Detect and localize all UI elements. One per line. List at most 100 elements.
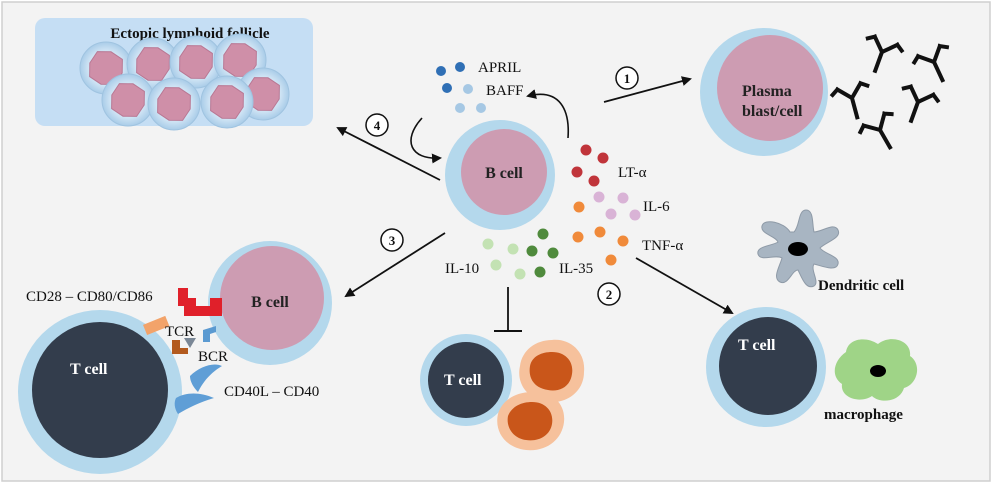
baff-binding-arrow [410,117,442,164]
step-2-number: 2 [606,287,613,302]
tcr-label: TCR [165,324,194,340]
baff-dot [455,103,465,113]
il10-dots [482,238,526,280]
bcr-receptor [172,340,188,354]
t-cell-right-nucleus [719,317,817,415]
step-4-circle [365,113,389,137]
il10-label: IL-10 [445,261,479,277]
tcr-blue-shape [203,326,216,342]
follicle-cell-nucleus [136,47,170,81]
t-cell-left-label: T cell [70,361,108,378]
dendritic-cell-nucleus [788,242,808,256]
lt-alpha-dot [580,144,592,156]
il6-dot [629,209,641,221]
baff-dots [455,84,486,113]
macrophage [834,339,918,401]
step-2-circle [597,282,621,306]
suppressed-cell-upper [519,339,585,403]
macrophage-nucleus [870,365,886,377]
bcr-brown-shape [172,340,188,354]
plasma-cell-nucleus [717,35,823,141]
step-2: 2 [597,282,621,306]
follicle-cell-nucleus [111,83,145,117]
tnf-alpha-dots [572,201,629,266]
t-cell-left-nucleus [32,322,168,458]
lt-alpha-dots [571,144,609,187]
antibody-stroke [865,33,905,74]
antibody-stroke [911,43,950,83]
antibodies [829,33,950,151]
step-3-number: 3 [389,233,396,248]
step-1: 1 [615,66,639,90]
il6-dot [605,208,617,220]
il35-label: IL-35 [559,261,593,277]
lt-alpha-label: LT-α [618,165,647,181]
t-cell-center: T cell [420,334,512,426]
baff-dot [463,84,473,94]
plasma-label-line2: blast/cell [742,103,803,120]
il35-dots [526,228,559,278]
april-dot [436,66,446,76]
step-3-circle [380,228,404,252]
cd28-label: CD28 – CD80/CD86 [26,289,153,305]
il6-dots [593,191,641,221]
baff-dot [476,103,486,113]
antibody-icon [829,80,870,120]
t-cell-right: T cell [706,307,826,427]
tnf-alpha-dot [617,235,629,247]
il35-dot [534,266,546,278]
follicle-cell-nucleus [157,87,191,121]
central-b-cell: B cell [445,120,555,230]
april-dot [455,62,465,72]
dendritic-cell-label: Dendritic cell [818,278,904,294]
step-1-number: 1 [624,71,631,86]
step-4: 4 [365,113,389,137]
il10-dot [507,243,519,255]
cd28-cd80-receptor [178,288,222,316]
arrow-to-follicle [336,127,441,181]
cd28-orange-rod [143,315,170,336]
central-b-cell-nucleus [461,129,547,215]
il10-dot [514,268,526,280]
arrow-to-t-cell-interaction [344,232,446,298]
il10-dot [482,238,494,250]
b-cell-left: B cell [208,241,332,365]
baff-secretion-arrow [526,89,570,139]
cd40-receptor [174,364,222,414]
plasma-label-line1: Plasma [742,83,792,100]
b-cell-left-nucleus [220,246,324,350]
t-cell-right-label: T cell [738,337,776,354]
april-dot [442,83,452,93]
follicle-cell-nucleus [179,45,213,79]
tnf-alpha-dot [572,231,584,243]
april-label: APRIL [478,60,521,76]
tnf-alpha-label: TNF-α [642,238,683,254]
antibody-stroke [901,83,941,124]
dendritic-cell [757,209,840,288]
il35-dot [526,245,538,257]
tnf-alpha-dot [594,226,606,238]
mhc-triangle [184,338,196,348]
arrow-to-apc [635,257,734,314]
tcr-receptor [203,326,216,342]
arrow-to-plasma [603,76,692,103]
antibody-stroke [857,111,894,151]
april-dots [436,62,465,93]
il6-dot [593,191,605,203]
follicle-cell [147,77,201,131]
central-b-cell-label: B cell [485,165,523,182]
suppressed-cell-lower-nucleus [507,402,553,441]
tnf-alpha-dot [573,201,585,213]
il6-label: IL-6 [643,199,670,215]
follicle-cells [79,33,290,131]
follicle-cell-nucleus [210,85,244,119]
antibody-icon [911,43,950,83]
lt-alpha-dot [588,175,600,187]
step-3: 3 [380,228,404,252]
b-cell-left-label: B cell [251,294,289,311]
antibody-icon [865,33,905,74]
follicle-cell [101,73,155,127]
suppressed-cell-lower [497,391,565,451]
